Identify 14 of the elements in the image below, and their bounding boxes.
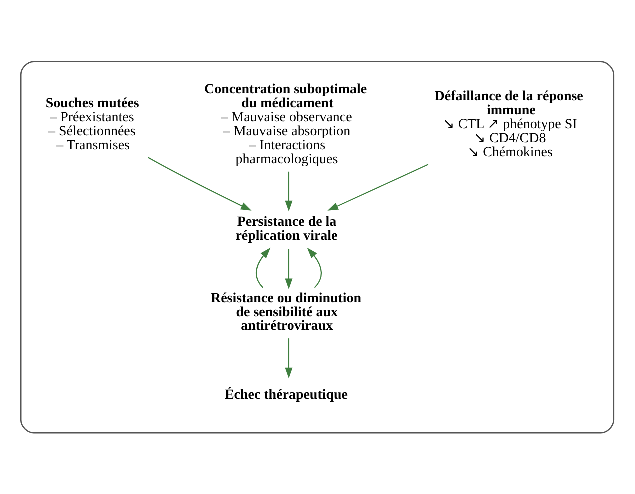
node-text: Défaillance de la réponse immune ↘ CTL ↗ phénotype SI ↘ CD4/CD8 ↘ Chémokines (434, 89, 584, 160)
cluster (20, 60, 615, 434)
node-text: Concentration suboptimale du médicament – Mauvaise observance – Mauvaise absorption – Interactions pharmacologiques (204, 82, 368, 167)
node-text: Résistance ou diminution de sensibilité aux antirétroviraux (210, 290, 362, 334)
node-text: Échec thérapeutique (224, 388, 348, 403)
arrow (148, 156, 252, 210)
node-text: Persistance de la réplication virale (236, 214, 338, 244)
arrow (307, 247, 322, 288)
node-text: Souches mutées – Préexistantes – Sélectionnées – Transmises (46, 96, 140, 153)
arrow (285, 248, 293, 289)
arrow (285, 338, 293, 378)
arrow (256, 247, 271, 288)
arrow (328, 164, 429, 210)
arrow (285, 171, 293, 212)
